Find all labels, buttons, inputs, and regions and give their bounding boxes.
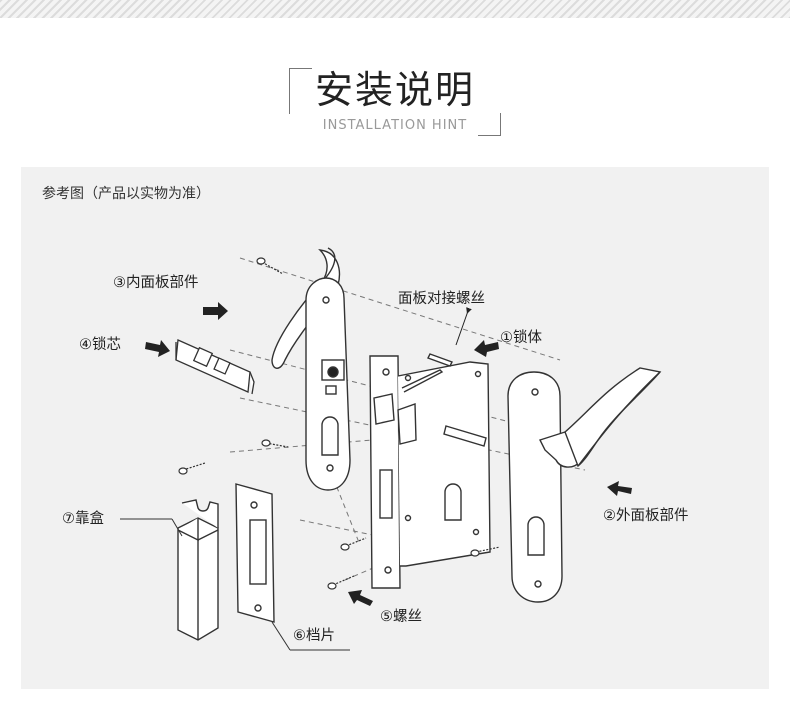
top-screw xyxy=(256,257,284,275)
panel-screw-pointer xyxy=(455,307,472,346)
arrow-lock-cylinder xyxy=(145,340,170,357)
inner-panel-part xyxy=(271,247,351,491)
label-lock-cylinder: ④锁芯 xyxy=(79,337,121,353)
page-title: 安装说明 xyxy=(314,68,475,112)
strike-plate-leader xyxy=(271,621,350,651)
label-inner-panel: ③内面板部件 xyxy=(113,275,199,291)
reference-note: 参考图（产品以实物为准） xyxy=(42,186,210,202)
top-stripe-decoration xyxy=(0,0,790,18)
outer-panel-part xyxy=(507,367,662,603)
arrow-inner-panel xyxy=(203,302,228,320)
title-bracket-top-left xyxy=(289,68,312,114)
label-screws: ⑤螺丝 xyxy=(380,609,422,625)
lower-screw-2 xyxy=(327,575,355,590)
label-lock-body: ①锁体 xyxy=(500,330,542,346)
arrow-screws xyxy=(348,590,373,606)
strike-box-part xyxy=(177,499,219,641)
arrow-outer-panel xyxy=(607,481,632,496)
label-strike-box: ⑦靠盒 xyxy=(62,511,104,527)
title-bracket-bottom-right xyxy=(478,113,501,136)
mortise-lock-body xyxy=(369,353,491,589)
label-strike-plate: ⑥档片 xyxy=(293,628,335,644)
strike-box-leader xyxy=(120,518,183,537)
strike-plate-part xyxy=(235,483,275,623)
label-panel-screw: 面板对接螺丝 xyxy=(398,291,485,307)
page-subtitle: INSTALLATION HINT xyxy=(322,118,468,133)
lock-cylinder-part xyxy=(175,339,255,395)
section-header: 安装说明 INSTALLATION HINT xyxy=(0,0,790,150)
lower-screw-1 xyxy=(340,537,367,551)
middle-screw-1 xyxy=(261,439,289,448)
middle-screw-2 xyxy=(178,462,206,475)
arrow-lock-body xyxy=(474,340,499,357)
label-outer-panel: ②外面板部件 xyxy=(603,508,689,524)
outer-panel-screw xyxy=(470,546,501,557)
